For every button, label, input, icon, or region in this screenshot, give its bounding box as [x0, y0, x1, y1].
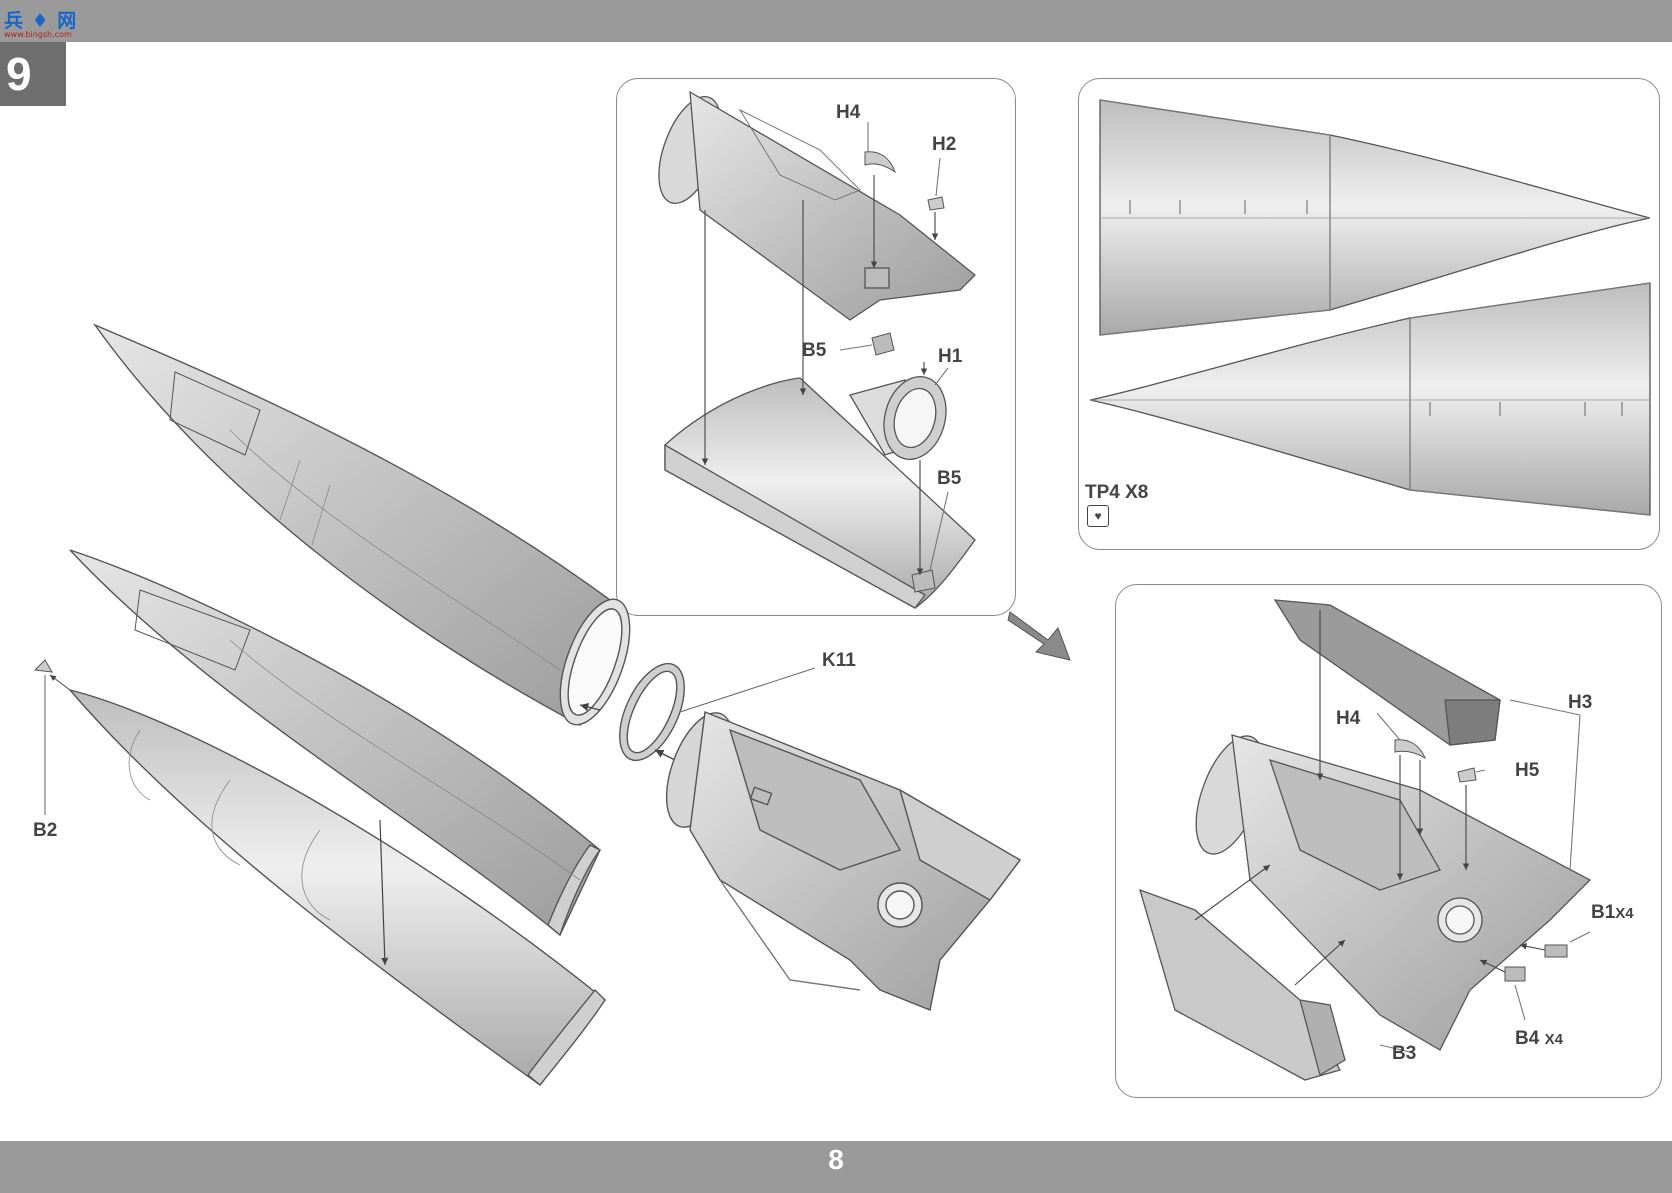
flow-arrow-icon	[1007, 611, 1071, 661]
part-b5-top	[871, 332, 895, 356]
engine-section	[1195, 734, 1592, 1051]
label-h4-top: H4	[836, 102, 861, 123]
nose-cone-top	[1099, 99, 1651, 336]
label-h5: H5	[1515, 760, 1540, 781]
label-h2: H2	[932, 134, 957, 155]
label-b4-x4: B4 X4	[1515, 1028, 1563, 1050]
label-b1-x4: B1X4	[1591, 902, 1634, 924]
tail-cone-lower-half	[664, 377, 976, 609]
label-b2: B2	[33, 820, 58, 841]
label-b4: B4	[1515, 1028, 1540, 1049]
top-bar	[0, 0, 1672, 42]
label-b4-qty: X4	[1544, 1031, 1563, 1048]
part-b1	[1544, 944, 1568, 958]
site-logo: 兵 ♦ 网	[4, 10, 78, 32]
label-h1: H1	[938, 346, 963, 367]
part-b5-bottom	[911, 569, 936, 593]
label-k11: K11	[822, 650, 856, 671]
fuselage-upper-half	[92, 323, 631, 727]
tail-engine-assembly	[665, 711, 1022, 1011]
page-number: 8	[828, 1144, 844, 1175]
label-b5-bottom: B5	[937, 468, 962, 489]
site-logo-url: www.bingsh.com	[4, 30, 72, 39]
part-b2	[33, 659, 71, 815]
part-h5	[1457, 767, 1477, 783]
fuselage-middle-half	[69, 549, 602, 937]
bottom-bar	[0, 1141, 1672, 1193]
nose-cone-bottom	[1089, 282, 1651, 516]
label-tp4-x8: TP4 X8	[1085, 482, 1149, 503]
step-number: 9	[0, 42, 66, 106]
part-h4-lower	[1394, 739, 1427, 760]
part-h2	[927, 196, 945, 211]
label-h3: H3	[1568, 692, 1593, 713]
part-h1	[849, 376, 947, 460]
part-h4-top	[864, 151, 896, 174]
label-h4-lower: H4	[1336, 708, 1361, 729]
label-b1: B1	[1591, 902, 1616, 923]
part-b4	[1504, 966, 1526, 982]
label-b1-qty: X4	[1615, 905, 1634, 922]
label-b5-top: B5	[802, 340, 827, 361]
part-k11-ring	[579, 662, 816, 762]
label-b3: B3	[1392, 1043, 1417, 1064]
tail-cone-upper-part	[658, 90, 976, 321]
panel-h3-cover	[1273, 599, 1501, 746]
panel-b3-cover	[1139, 888, 1346, 1081]
fuselage-lower-half	[68, 688, 606, 1086]
paint-mask-icon: ♥	[1087, 505, 1109, 527]
